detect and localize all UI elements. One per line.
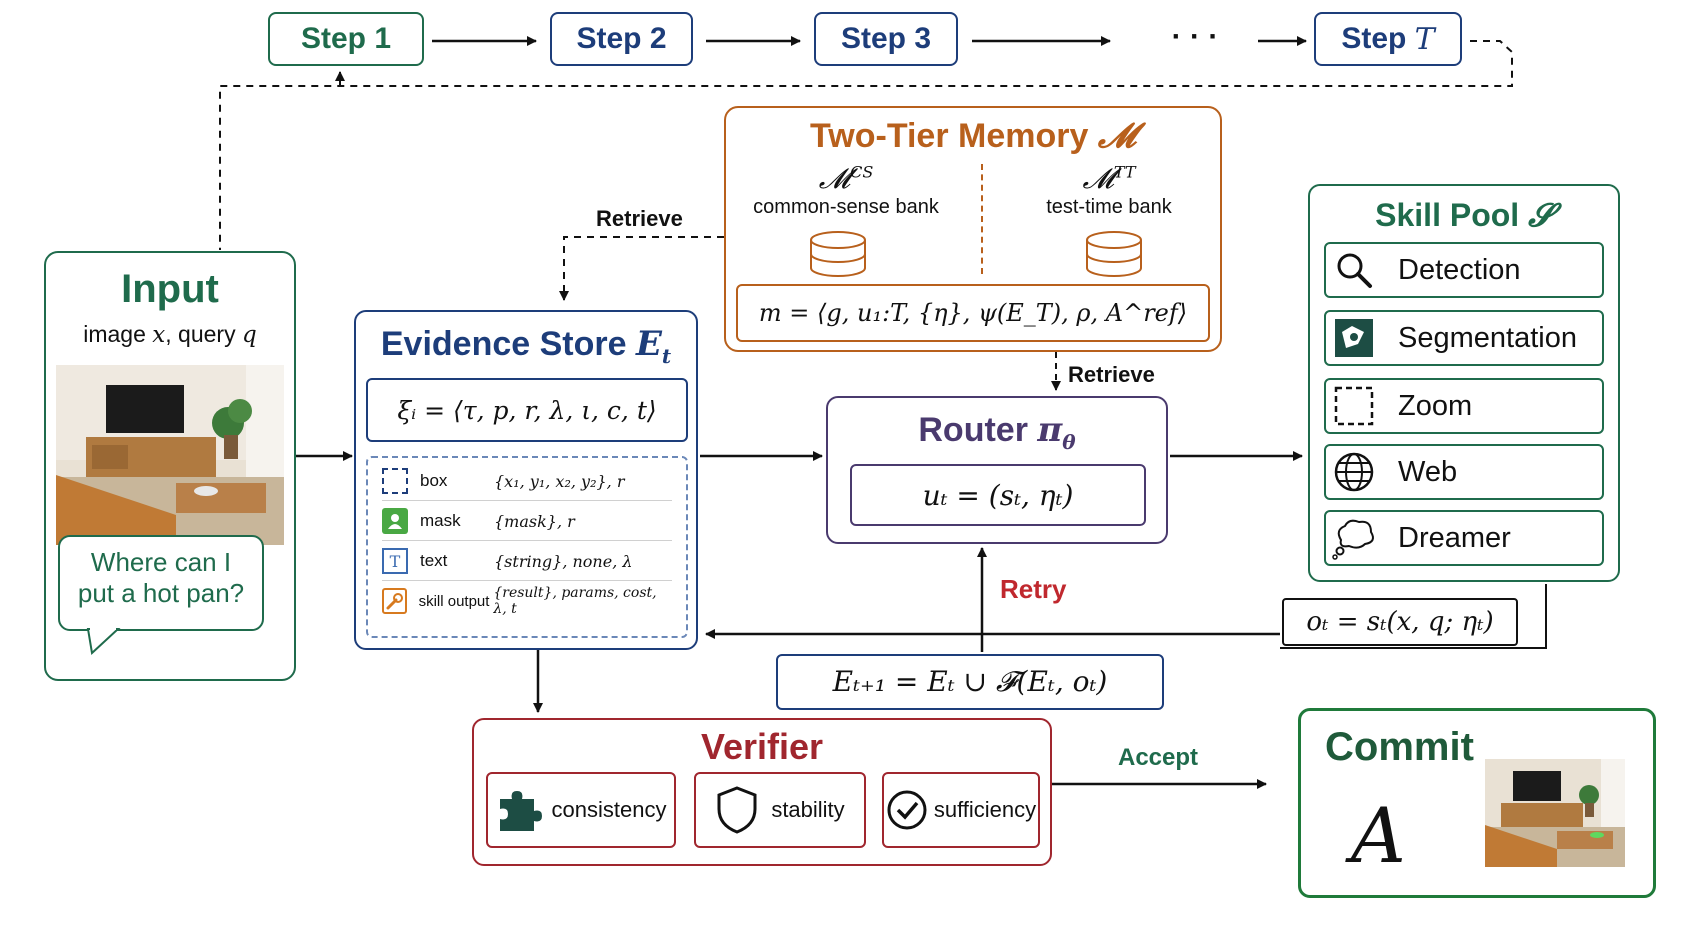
retrieve-label-right: Retrieve	[1068, 362, 1155, 387]
commit-panel: Commit A	[1298, 708, 1656, 898]
verifier-panel: Verifier consistency stability sufficien…	[472, 718, 1052, 866]
memory-formula: m = ⟨g, u₁:T, {η}, ψ(E_T), ρ, A^ref⟩	[736, 284, 1210, 342]
segmentation-icon	[1326, 316, 1382, 360]
step-t: Step T	[1314, 12, 1462, 66]
memory-divider	[981, 164, 983, 274]
router-formula: uₜ = (sₜ, ηₜ)	[850, 464, 1146, 526]
test-time-bank: 𝓜TT test-time bank	[1004, 162, 1214, 219]
thought-cloud-icon	[1326, 516, 1382, 560]
wrench-icon	[382, 588, 407, 614]
memory-panel: Two-Tier Memory 𝓜 𝓜CS common-sense bank …	[724, 106, 1222, 352]
commit-answer: A	[1351, 791, 1406, 880]
check-sufficiency: sufficiency	[882, 772, 1040, 848]
living-room-image	[56, 365, 284, 545]
bubble-tail	[86, 627, 121, 655]
question-line-1: Where can I	[90, 547, 232, 577]
cs-label: common-sense bank	[753, 196, 939, 218]
mask-icon	[382, 508, 408, 534]
box-icon	[382, 468, 408, 494]
check-stability: stability	[694, 772, 866, 848]
database-icon	[810, 231, 866, 277]
question-line-2: put a hot pan?	[77, 578, 245, 608]
text-icon: T	[382, 548, 408, 574]
observation-formula: oₜ = sₜ(x, q; ηₜ)	[1282, 598, 1518, 646]
globe-icon	[1326, 450, 1382, 494]
accept-label: Accept	[1118, 744, 1199, 771]
skill-web: Web	[1324, 444, 1604, 500]
router-panel: Router πθ uₜ = (sₜ, ηₜ)	[826, 396, 1168, 544]
evidence-row-skill-output: skill output {result}, params, cost, λ, …	[382, 582, 672, 620]
router-title: Router πθ	[918, 410, 1076, 454]
memory-title: Two-Tier Memory 𝓜	[810, 116, 1136, 156]
step-3: Step 3	[814, 12, 958, 66]
retrieve-label-left: Retrieve	[596, 206, 683, 231]
zoom-frame-icon	[1326, 384, 1382, 428]
check-consistency: consistency	[486, 772, 676, 848]
puzzle-icon	[499, 791, 542, 831]
evidence-row-mask: mask {mask}, r	[382, 502, 672, 541]
skill-dreamer: Dreamer	[1324, 510, 1604, 566]
checkmark-circle-icon	[887, 790, 927, 830]
skill-zoom: Zoom	[1324, 378, 1604, 434]
evidence-types: box {x₁, y₁, x₂, y₂}, r mask {mask}, r T…	[366, 456, 688, 638]
arrow-retrieve-evidence	[559, 236, 724, 301]
retry-label: Retry	[1000, 574, 1067, 604]
skill-detection: Detection	[1324, 242, 1604, 298]
magnifier-icon	[1326, 248, 1382, 292]
question-bubble: Where can I put a hot pan?	[58, 535, 264, 631]
commit-title: Commit	[1325, 725, 1474, 769]
step-1: Step 1	[268, 12, 424, 66]
tt-label: test-time bank	[1046, 196, 1172, 218]
evidence-title: Evidence Store Et	[380, 324, 672, 368]
skill-segmentation: Segmentation	[1324, 310, 1604, 366]
database-icon	[1086, 231, 1142, 277]
evidence-row-box: box {x₁, y₁, x₂, y₂}, r	[382, 462, 672, 501]
update-formula: Eₜ₊₁ = Eₜ ∪ 𝓕(Eₜ, oₜ)	[776, 654, 1164, 710]
shield-icon	[717, 786, 757, 834]
common-sense-bank: 𝓜CS common-sense bank	[746, 162, 946, 219]
step-2: Step 2	[550, 12, 693, 66]
verifier-title: Verifier	[700, 726, 824, 767]
skill-pool-title: Skill Pool 𝓢	[1375, 196, 1553, 234]
step-ellipsis: · · ·	[1140, 20, 1250, 60]
evidence-formula: ξᵢ = ⟨τ, p, r, λ, ι, c, t⟩	[366, 378, 688, 442]
input-title: Input	[121, 267, 219, 311]
skill-pool-panel: Skill Pool 𝓢 Detection Segmentation Zoom…	[1308, 184, 1620, 582]
arrow-observation-evidence	[1280, 584, 1547, 649]
evidence-row-text: T text {string}, none, λ	[382, 542, 672, 581]
input-subtitle: image x, query q	[83, 321, 257, 348]
evidence-store-panel: Evidence Store Et ξᵢ = ⟨τ, p, r, λ, ι, c…	[354, 310, 698, 650]
answer-image	[1485, 759, 1625, 867]
input-panel: Input image x, query q Where can	[44, 251, 296, 681]
